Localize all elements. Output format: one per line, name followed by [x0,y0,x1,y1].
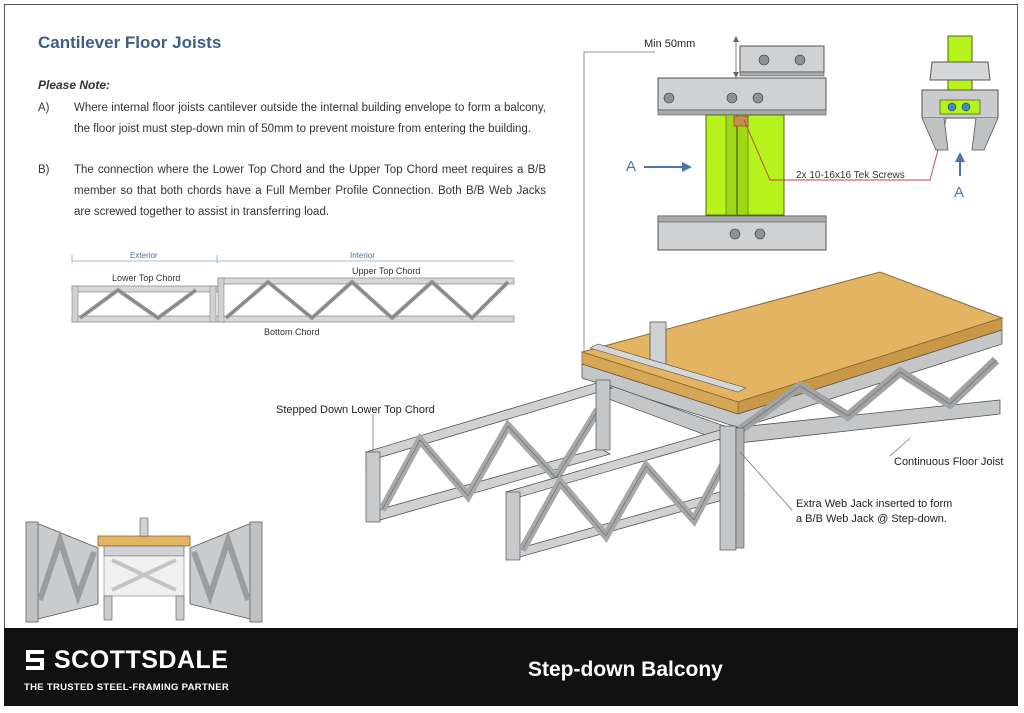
end-elevation-view [25,517,263,623]
isometric-assembly [364,271,1004,561]
footer-bar: SCOTTSDALE THE TRUSTED STEEL-FRAMING PAR… [4,628,1018,706]
brand-logo-icon [26,650,44,670]
page-title: Cantilever Floor Joists [38,33,222,52]
interior-label: Interior [350,251,375,260]
min-50mm-label: Min 50mm [644,38,696,50]
step-down-detail [644,36,949,251]
exterior-label: Exterior [130,251,158,260]
sheet-title: Step-down Balcony [528,658,723,681]
extra-web-jack-label-line2: a B/B Web Jack @ Step-down. [796,513,947,525]
lower-top-chord-label: Lower Top Chord [112,273,181,283]
brand-name: SCOTTSDALE [54,646,229,674]
extra-web-jack-label-line1: Extra Web Jack inserted to form [796,498,953,510]
note-b-text: The connection where the Lower Top Chord… [74,164,546,218]
section-a-a [921,35,999,176]
truss-elevation-diagram [71,255,515,323]
tek-screws-label: 2x 10-16x16 Tek Screws [796,170,905,181]
brand-tagline: THE TRUSTED STEEL-FRAMING PARTNER [24,682,229,693]
note-b-letter: B) [38,164,50,176]
note-label: Please Note: [38,78,111,92]
stepped-down-chord-label: Stepped Down Lower Top Chord [276,404,435,416]
continuous-floor-joist-label: Continuous Floor Joist [894,456,1004,468]
upper-top-chord-label: Upper Top Chord [352,266,421,276]
bottom-chord-label: Bottom Chord [264,327,320,337]
note-a-letter: A) [38,102,50,114]
section-marker-a-right: A [954,184,965,201]
note-a-text: Where internal floor joists cantilever o… [74,102,546,135]
section-marker-a-left: A [626,158,637,175]
